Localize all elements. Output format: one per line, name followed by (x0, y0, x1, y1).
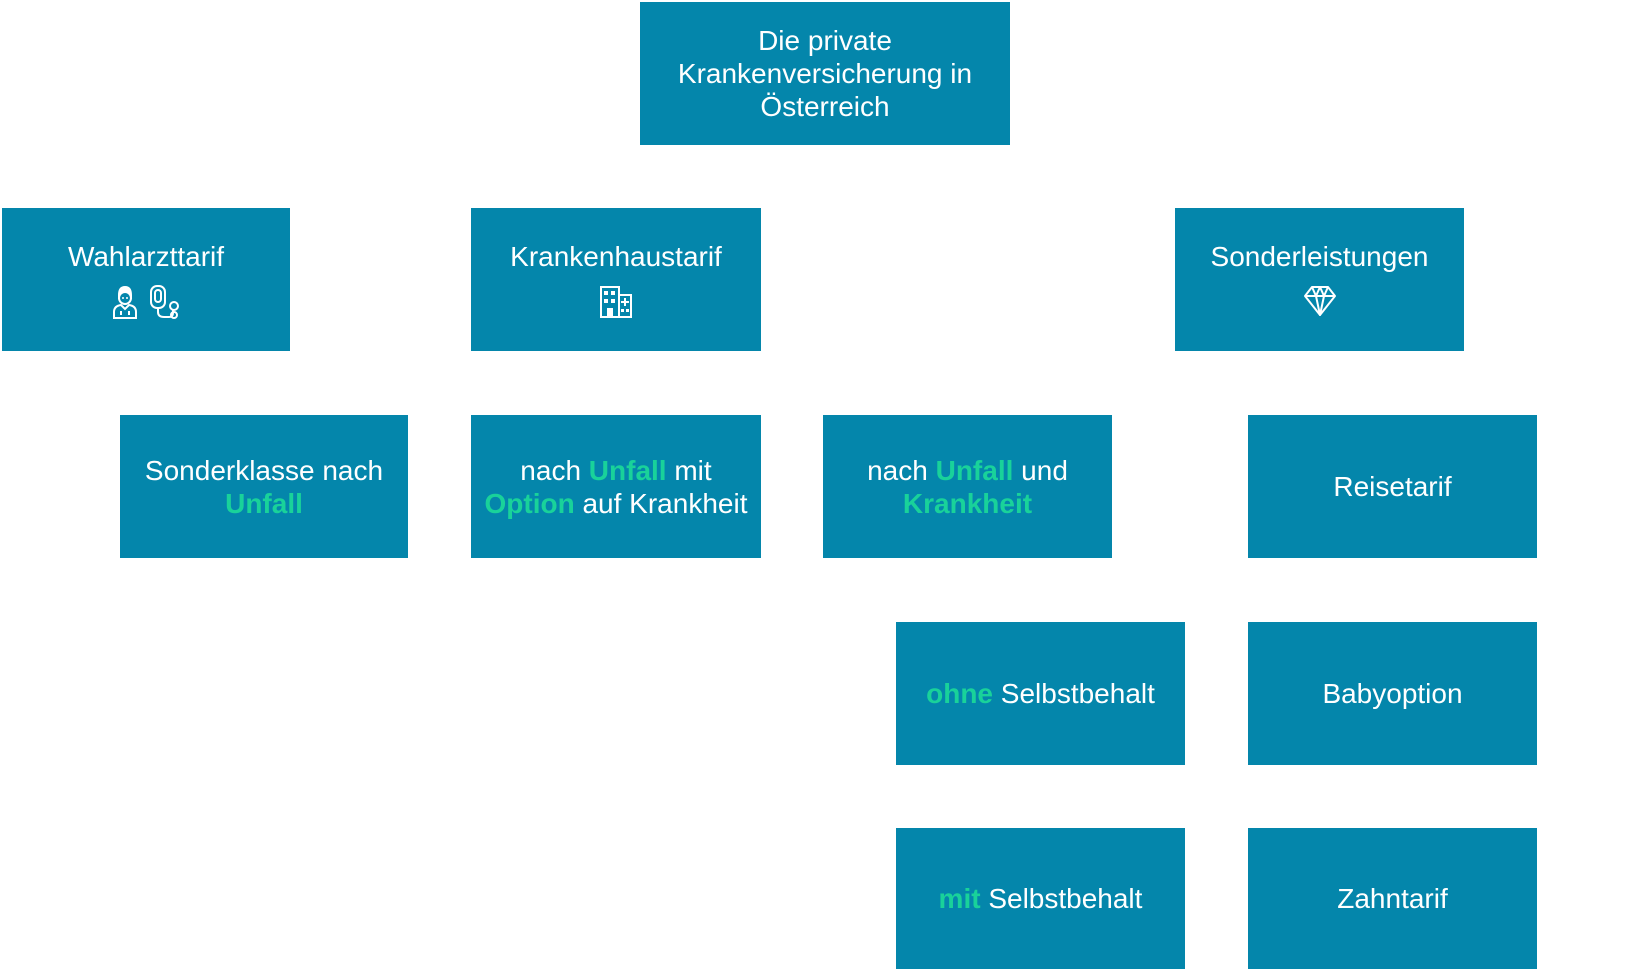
option-text-line-2: Option auf Krankheit (485, 487, 748, 520)
option-highlight: ohne (926, 678, 993, 709)
option-text-line-2: Unfall (225, 487, 303, 520)
option-text: nach (867, 454, 936, 486)
option-text-line-1: Sonderklasse nach (145, 454, 383, 487)
doctor-icon (113, 285, 137, 319)
option-highlight: Unfall (225, 487, 303, 519)
category-icons (111, 285, 181, 319)
option-highlight: Unfall (588, 454, 667, 486)
stethoscope-icon (150, 285, 179, 319)
option-text: und (1013, 454, 1068, 486)
root-node: Die private Krankenversicherung in Öster… (640, 2, 1010, 145)
extra-label: Babyoption (1322, 678, 1463, 709)
category-wahlarzttarif: Wahlarzttarif (2, 208, 290, 351)
option-text-line-1: ohne Selbstbehalt (926, 677, 1155, 710)
extra-label: Zahntarif (1337, 883, 1448, 914)
option-text: nach (520, 454, 589, 486)
option-text-line-1: mit Selbstbehalt (939, 882, 1143, 915)
category-krankenhaustarif: Krankenhaustarif (471, 208, 761, 351)
category-sonderleistungen: Sonderleistungen (1175, 208, 1464, 351)
hospital-icon (600, 286, 632, 318)
option-text-line-1: nach Unfall mit (520, 454, 711, 487)
option-highlight: mit (938, 883, 981, 914)
option-text-line-1: nach Unfall und (867, 454, 1068, 487)
option-highlight: Unfall (935, 454, 1014, 486)
category-icons (599, 285, 633, 319)
category-label: Sonderleistungen (1210, 241, 1429, 272)
diamond-icon (1303, 286, 1336, 316)
option-text: Selbstbehalt (993, 678, 1155, 709)
category-label: Krankenhaustarif (510, 241, 722, 272)
root-title-line-1: Die private (758, 25, 892, 56)
option-text-line-2: Krankheit (903, 487, 1032, 520)
option-text: mit (666, 454, 712, 486)
option-ohne-selbstbehalt: ohne Selbstbehalt (896, 622, 1185, 765)
option-highlight: Krankheit (902, 487, 1033, 519)
option-text: Selbstbehalt (980, 883, 1143, 914)
option-text: Sonderklasse nach (144, 454, 384, 486)
extra-reisetarif: Reisetarif (1248, 415, 1537, 558)
extra-label: Reisetarif (1333, 471, 1452, 502)
extra-zahntarif: Zahntarif (1248, 828, 1537, 969)
category-label: Wahlarzttarif (67, 241, 225, 272)
option-unfall-mit-option: nach Unfall mit Option auf Krankheit (471, 415, 761, 558)
root-title-line-3: Österreich (760, 91, 890, 122)
option-highlight: Option (484, 487, 575, 519)
option-unfall-und-krankheit: nach Unfall und Krankheit (823, 415, 1112, 558)
root-title-line-2: Krankenversicherung in (677, 58, 973, 89)
option-sonderklasse-unfall: Sonderklasse nach Unfall (120, 415, 408, 558)
category-icons (1303, 285, 1337, 317)
option-text: auf Krankheit (574, 487, 748, 519)
extra-babyoption: Babyoption (1248, 622, 1537, 765)
option-mit-selbstbehalt: mit Selbstbehalt (896, 828, 1185, 969)
